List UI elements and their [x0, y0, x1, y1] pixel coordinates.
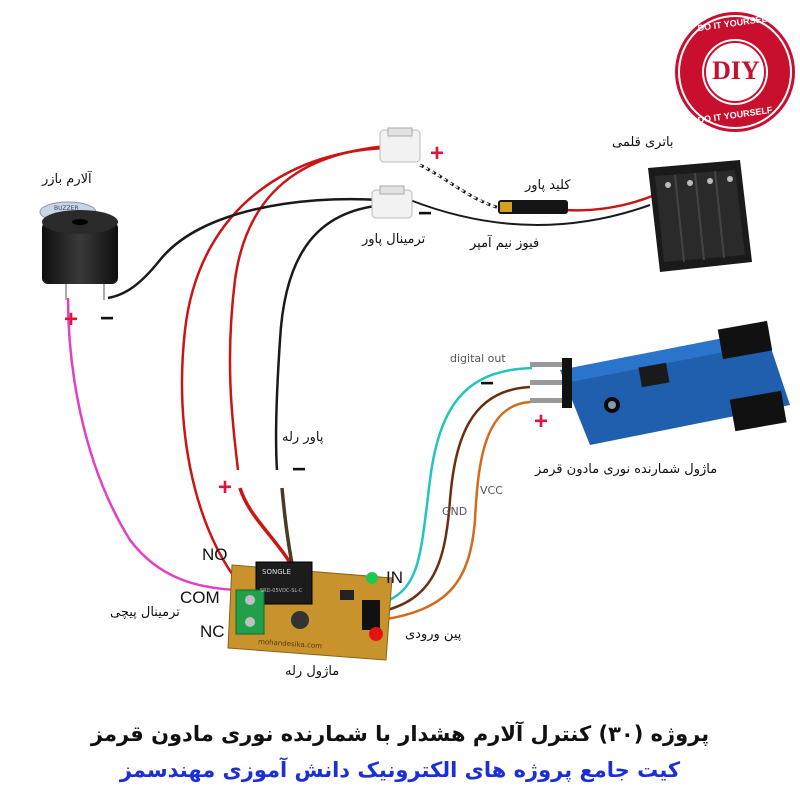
sensor-module-label: ماژول شمارنده نوری مادون قرمز: [535, 462, 718, 477]
fuse-label: فیوز نیم آمپر: [470, 236, 540, 251]
gnd-label: GND: [442, 505, 468, 518]
plus-sign-terminal: +: [430, 140, 445, 167]
digital-out-label: digital out: [450, 352, 506, 365]
relay-power-label: پاور رله: [282, 430, 324, 445]
power-terminal-label: ترمینال پاور: [362, 232, 426, 247]
power-terminal-connectors: [371, 127, 421, 219]
power-key: [498, 200, 568, 214]
minus-sign-terminal: −: [418, 200, 433, 227]
buzzer-label: آلارم بازر: [42, 172, 92, 187]
wire-red-no: [180, 146, 389, 586]
minus-sign-relay: −: [292, 456, 307, 483]
wire-pink-com: [66, 297, 237, 592]
diy-logo-center-text: DIY: [712, 56, 760, 85]
ir-sensor-module: [530, 320, 790, 445]
wire-black-relay-power: [274, 203, 386, 471]
footer-subtitle: کیت جامع پروژه های الکترونیک دانش آموزی …: [119, 758, 681, 782]
wire-twisted-key: [419, 163, 501, 210]
relay-model-text: SRD-05VDC-SL-C: [260, 588, 303, 594]
wire-cyan-digital-out: [379, 366, 533, 606]
plus-sign-sensor: +: [534, 408, 549, 435]
com-pin-label: COM: [180, 588, 220, 607]
relay-brand-text: SONGLE: [262, 568, 291, 576]
battery-label: باتری قلمی: [612, 135, 674, 150]
buzzer: [39, 201, 118, 300]
battery-holder: [648, 160, 752, 272]
relay-module-label: ماژول رله: [285, 664, 340, 679]
wire-black-battery: [409, 199, 651, 226]
nc-pin-label: NC: [200, 622, 225, 641]
input-pins-label: پین ورودی: [405, 627, 462, 642]
plus-sign-relay: +: [218, 474, 233, 501]
vcc-label: VCC: [480, 484, 503, 497]
relay-module: [227, 561, 393, 661]
plus-sign-buzzer: +: [64, 306, 79, 333]
footer-title: پروژه (۳۰) کنترل آلارم هشدار با شمارنده …: [90, 722, 710, 746]
diy-logo: [675, 12, 795, 132]
in-pin-label: IN: [386, 568, 403, 587]
screw-terminal-label: ترمینال پیچی: [110, 605, 180, 620]
minus-sign-buzzer: −: [100, 305, 115, 332]
wire-orange-vcc: [379, 400, 531, 622]
buzzer-print-text: BUZZER: [54, 205, 79, 212]
wire-red-battery: [564, 193, 656, 212]
wire-brown-gnd: [379, 385, 531, 614]
wire-black-buzzer: [107, 197, 381, 300]
power-key-label: کلید پاور: [525, 178, 571, 193]
minus-sign-sensor: −: [480, 370, 495, 397]
no-pin-label: NO: [202, 545, 228, 564]
